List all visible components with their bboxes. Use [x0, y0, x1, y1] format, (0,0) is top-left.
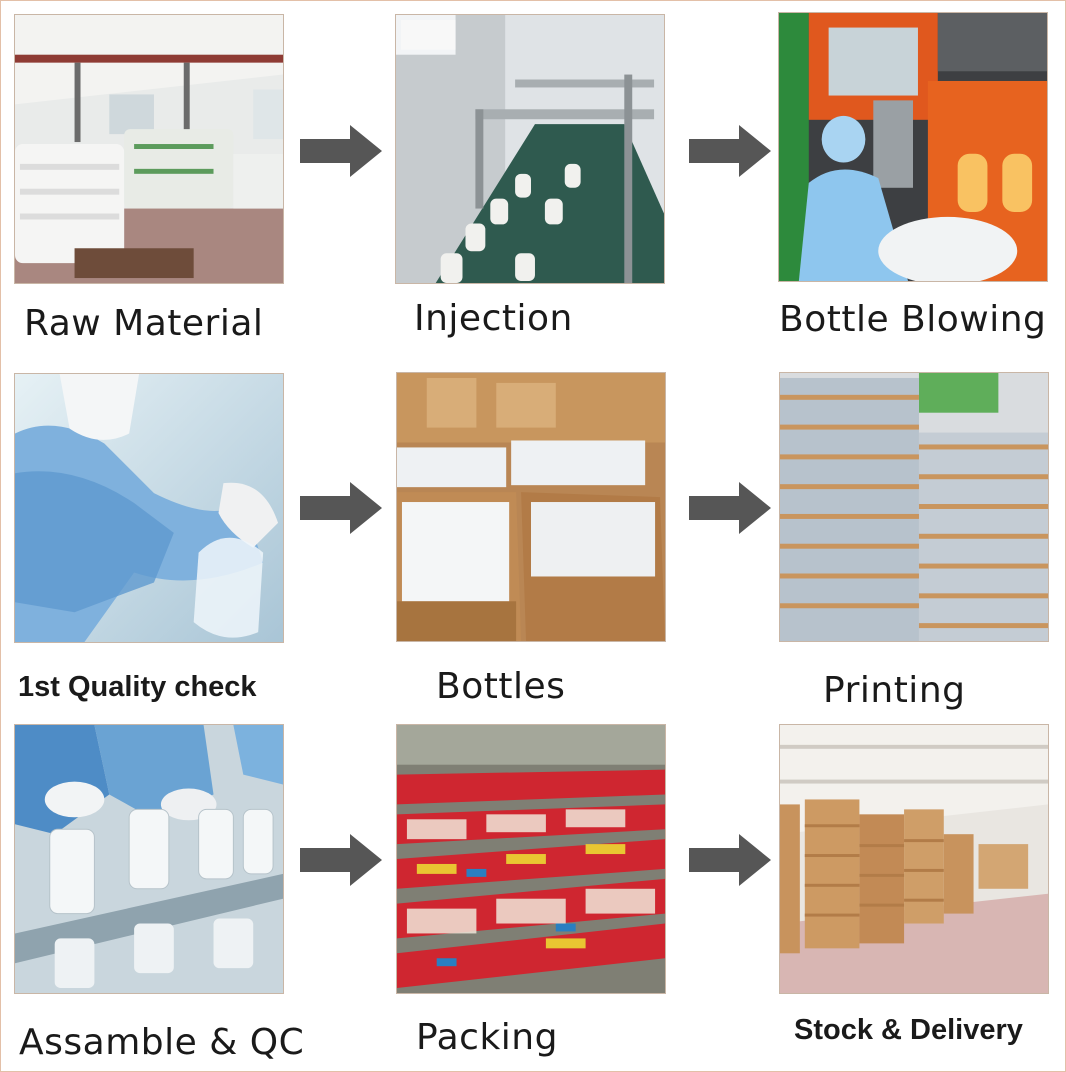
photo-raw-material	[14, 14, 284, 284]
photo-injection	[395, 14, 665, 284]
step-label-stock-delivery: Stock & Delivery	[794, 1014, 1023, 1046]
photo-printing	[779, 372, 1049, 642]
step-label-injection: Injection	[414, 298, 573, 339]
photo-stock-delivery	[779, 724, 1049, 994]
step-label-assamble-qc: Assamble & QC	[19, 1022, 305, 1063]
right-arrow-icon	[689, 482, 771, 534]
step-label-packing: Packing	[416, 1017, 558, 1058]
step-label-printing: Printing	[823, 670, 966, 711]
step-label-raw-material: Raw Material	[24, 303, 264, 344]
photo-1st-quality-check	[14, 373, 284, 643]
photo-bottles	[396, 372, 666, 642]
step-label-bottles: Bottles	[436, 666, 566, 707]
right-arrow-icon	[689, 834, 771, 886]
right-arrow-icon	[300, 834, 382, 886]
right-arrow-icon	[689, 125, 771, 177]
photo-bottle-blowing	[778, 12, 1048, 282]
step-label-1st-quality-check: 1st Quality check	[18, 671, 257, 703]
photo-packing	[396, 724, 666, 994]
step-label-bottle-blowing: Bottle Blowing	[779, 299, 1047, 340]
right-arrow-icon	[300, 125, 382, 177]
photo-assamble-qc	[14, 724, 284, 994]
right-arrow-icon	[300, 482, 382, 534]
